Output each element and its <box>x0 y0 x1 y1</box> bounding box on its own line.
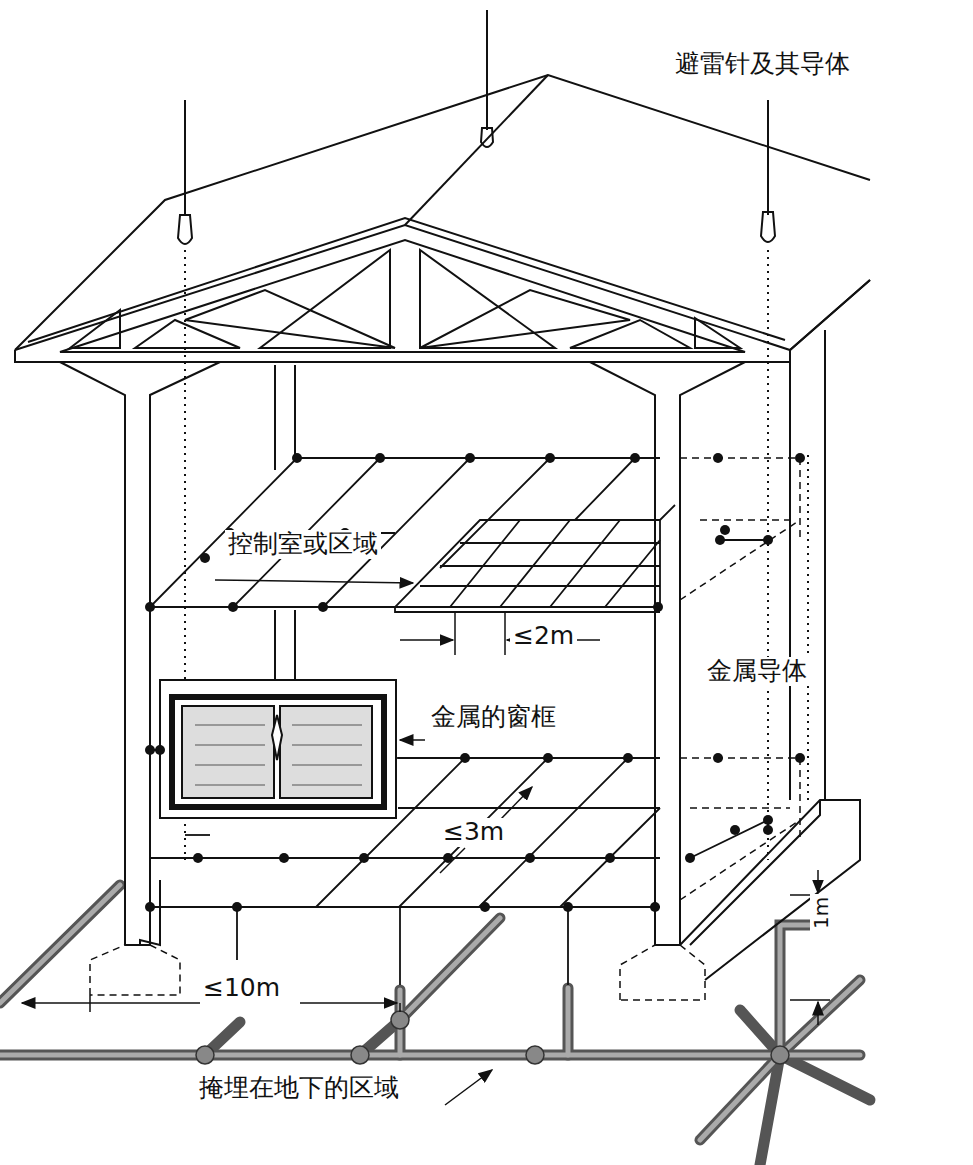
area-label: 控制室或区域 <box>225 530 381 559</box>
dimension-label: ≤2m <box>510 622 577 651</box>
part-label: 金属导体 <box>704 657 810 686</box>
part-label: 金属的窗框 <box>428 703 559 732</box>
area-label: 掩埋在地下的区域 <box>196 1074 402 1103</box>
part-label: 避雷针及其导体 <box>672 50 853 79</box>
dimension-label: ≤10m <box>200 974 283 1003</box>
dimension-label: ≤3m <box>440 818 507 847</box>
dimension-label: 1m <box>810 894 833 932</box>
